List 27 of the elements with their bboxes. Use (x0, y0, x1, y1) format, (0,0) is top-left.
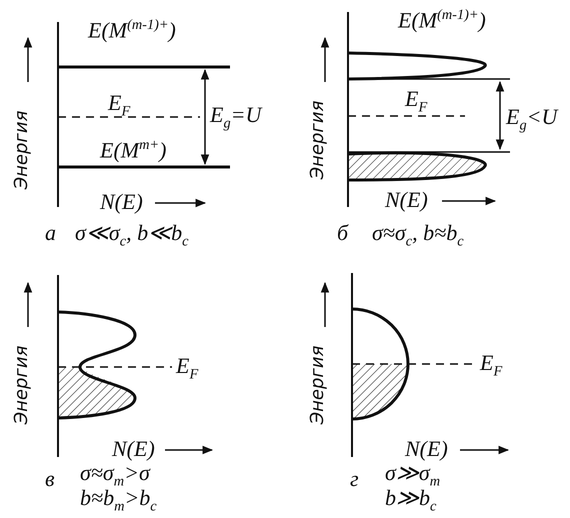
condition-text: b≈b$_{m}$>b$_{c}$ (80, 487, 157, 514)
gap-label: E$_{g}$<U (506, 106, 558, 133)
axis-title: N(E) (112, 438, 155, 460)
condition-text: σ≫σ$_{m}$ (385, 462, 440, 489)
energy-label: E(M$^{m+}$) (100, 138, 166, 162)
axis-title: N(E) (405, 438, 448, 460)
energy-label: E(M$^{(m-1)+}$) (88, 18, 176, 42)
condition-text: σ≈σ$_{c}$, b≈b$_{c}$ (372, 222, 464, 249)
axis-title: Энергия (309, 100, 327, 180)
panel-letter: г (350, 468, 359, 490)
energy-label: E$_{F}$ (108, 92, 130, 119)
energy-label: E$_{F}$ (480, 352, 502, 379)
condition-text: σ≈σ$_{m}$>σ (80, 462, 150, 489)
axis-title: N(E) (100, 191, 143, 213)
panel-letter: а (45, 222, 56, 244)
energy-label: E(M$^{(m-1)+}$) (398, 8, 486, 32)
gap-label: E$_{g}$=U (210, 104, 262, 131)
condition-text: b≫b$_{c}$ (385, 487, 436, 514)
condition-text: σ≪σ$_{c}$, b≪b$_{c}$ (75, 222, 188, 249)
panel-letter: б (337, 222, 348, 244)
axis-title: N(E) (385, 189, 428, 211)
energy-label: E$_{F}$ (176, 355, 198, 382)
energy-label: E$_{F}$ (405, 88, 428, 115)
axis-title: Энергия (309, 346, 327, 424)
panel-letter: в (45, 468, 55, 490)
axis-title: Энергия (13, 346, 31, 424)
axis-title: Энергия (13, 110, 31, 190)
